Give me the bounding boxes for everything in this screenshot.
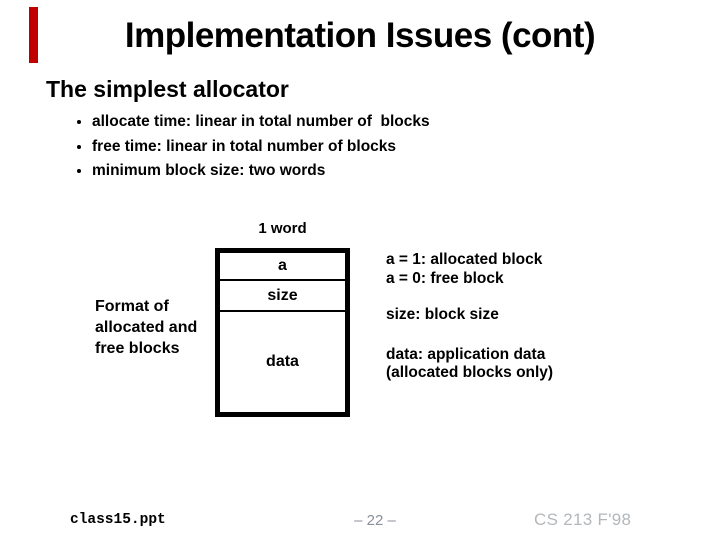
block-format-label-line: allocated and <box>95 319 198 336</box>
bullet-list: allocate time: linear in total number of… <box>77 110 430 184</box>
page-title: Implementation Issues (cont) <box>124 16 596 55</box>
block-cell-data: data <box>266 353 299 370</box>
bullet-item: free time: linear in total number of blo… <box>77 135 430 160</box>
slide-accent-bar <box>29 7 38 63</box>
bullet-item: allocate time: linear in total number of… <box>77 110 430 135</box>
section-heading: The simplest allocator <box>46 76 289 102</box>
block-cell-size: size <box>220 281 345 312</box>
block-format-label-line: Format of <box>95 298 169 315</box>
annotation-line: (allocated blocks only) <box>386 364 554 381</box>
bullet-dot-icon <box>77 120 81 125</box>
bullet-text: minimum block size: two words <box>92 162 326 180</box>
annotation-line: a = 1: allocated block <box>386 251 543 268</box>
annotation-data: data: application data (allocated blocks… <box>386 346 553 383</box>
block-format-label: Format of allocated and free blocks <box>95 296 197 359</box>
footer-page-number: – 22 – <box>354 512 396 529</box>
memory-block-diagram: a size data <box>215 248 350 417</box>
annotation-a-flag: a = 1: allocated block a = 0: free block <box>386 251 553 288</box>
annotation-line: a = 0: free block <box>386 269 504 287</box>
block-format-label-line: free blocks <box>95 340 180 357</box>
block-cell-a: a <box>220 253 345 281</box>
bullet-item: minimum block size: two words <box>77 159 430 184</box>
bullet-dot-icon <box>77 144 81 149</box>
bullet-text: free time: linear in total number of blo… <box>92 137 397 155</box>
annotation-size: size: block size <box>386 306 553 325</box>
word-width-label: 1 word <box>258 220 307 237</box>
diagram-annotations: a = 1: allocated block a = 0: free block… <box>386 251 553 383</box>
footer-course-label: CS 213 F'98 <box>534 510 632 529</box>
bullet-text: allocate time: linear in total number of… <box>92 113 430 131</box>
annotation-line: size: block size <box>386 306 499 323</box>
footer-filename: class15.ppt <box>70 512 166 528</box>
bullet-dot-icon <box>77 169 81 174</box>
annotation-line: data: application data <box>386 345 546 363</box>
